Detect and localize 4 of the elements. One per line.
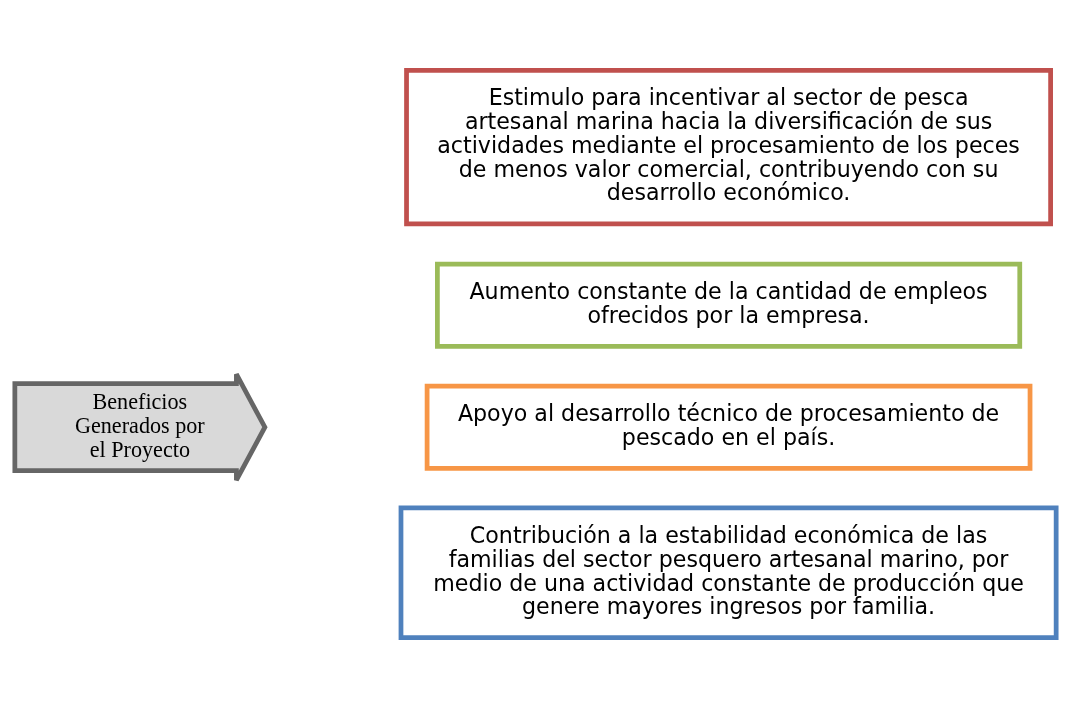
- node-box: Aumento constante de la cantidad de empleos ofrecidos por la empresa.: [435, 261, 1023, 349]
- node-box: Estimulo para incentivar al sector de pesca artesanal marina hacia la diversificación de sus actividades mediante el procesamiento de los peces de menos valor comercial, contribuyendo con su desarrollo económico.: [404, 67, 1053, 226]
- node-box: Apoyo al desarrollo técnico de procesamiento de pescado en el país.: [424, 383, 1033, 471]
- node-box: Contribución a la estabilidad económica de las familias del sector pesquero artesanal marino, por medio de una actividad constante de producción que genere mayores ingresos por familia.: [398, 505, 1059, 640]
